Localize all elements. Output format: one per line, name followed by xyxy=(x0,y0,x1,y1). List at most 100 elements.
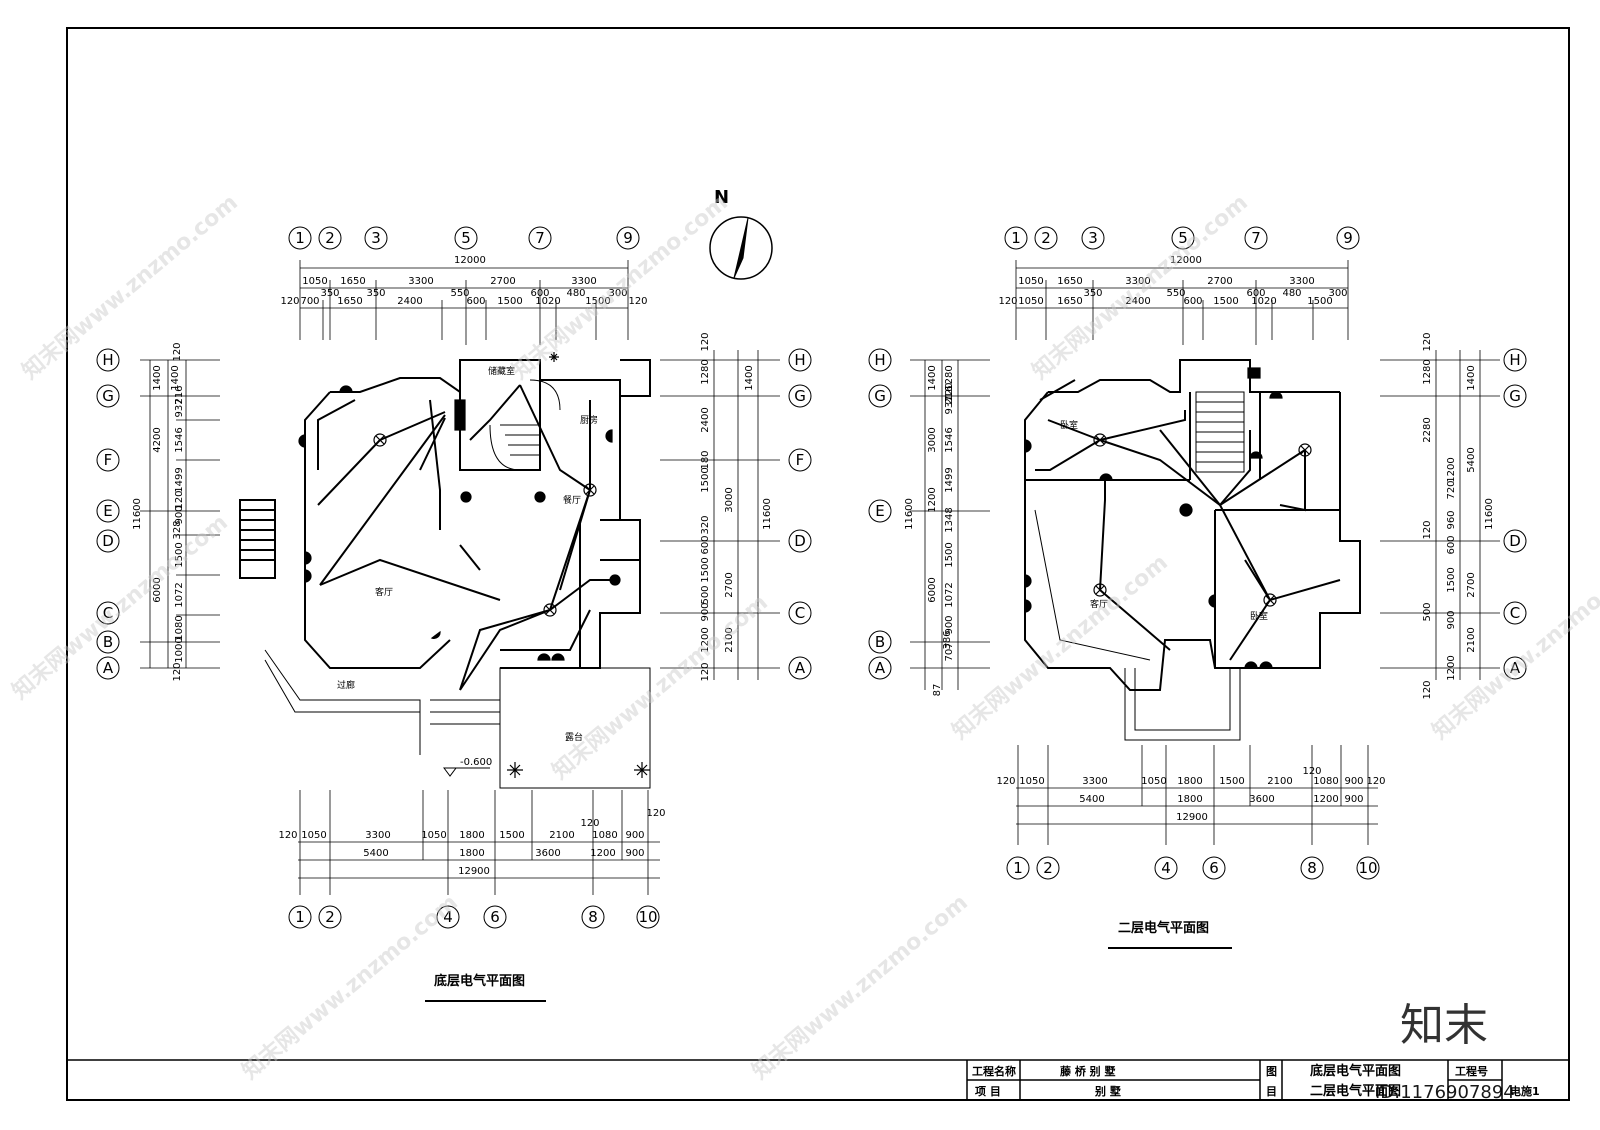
p1-dim-right-8: 600 xyxy=(700,535,711,554)
p1-dim-left-outer-0: 1400 xyxy=(152,365,163,390)
p2-axis-left-B-label: B xyxy=(875,633,885,651)
p2-dim-top2-2: 1650 xyxy=(1057,296,1082,307)
p1-axis-top-7: 7 xyxy=(528,226,552,250)
star-lights xyxy=(507,352,650,778)
p2-dim-left-inner-2: 937 xyxy=(944,395,955,414)
p2-dim-right-5: 1200 xyxy=(1446,457,1457,482)
p2-axis-left-E: E xyxy=(868,499,892,523)
p1-axis-bottom-10: 10 xyxy=(636,905,660,929)
p1-axis-bottom-10-label: 10 xyxy=(638,908,657,926)
watermark-id: ID:1176907894 xyxy=(1375,1082,1515,1103)
watermark-4: 知末网www.znzmo.com xyxy=(7,509,233,704)
p2-dim-bot1-5: 1500 xyxy=(1219,776,1244,787)
p1-axis-left-D: D xyxy=(96,529,120,553)
p2-dim-left-inner-7: 1500 xyxy=(944,542,955,567)
p2-dim-bot1-7: 1080 xyxy=(1313,776,1338,787)
p2-dim-right-16: 120 xyxy=(1422,680,1433,699)
p1-dim-bot2-1: 1800 xyxy=(459,848,484,859)
p2-dim-right-12: 500 xyxy=(1422,602,1433,621)
plan1-stair xyxy=(489,379,561,471)
p1-axis-top-9-label: 9 xyxy=(623,229,633,247)
p2-dim-bot1-3: 1050 xyxy=(1141,776,1166,787)
p1-dim-right-2: 1400 xyxy=(744,365,755,390)
p1-dim-top2-2: 1650 xyxy=(337,296,362,307)
p1-axis-left-G-label: G xyxy=(102,387,114,405)
p1-axis-left-C: C xyxy=(96,601,120,625)
p1-dim-top2s-0: 350 xyxy=(320,288,339,299)
p2-axis-right-C-label: C xyxy=(1510,604,1520,622)
p2-axis-top-3: 3 xyxy=(1081,226,1105,250)
p2-dim-bot1s-0: 120 xyxy=(1302,766,1321,777)
tb-drawing-title-2: 二层电气平面图 xyxy=(1310,1083,1401,1099)
p1-axis-bottom-8: 8 xyxy=(581,905,605,929)
p2-dim-top2s-0: 350 xyxy=(1083,288,1102,299)
p2-dim-top2-7: 1500 xyxy=(1307,296,1332,307)
p2-axis-bottom-4: 4 xyxy=(1154,856,1178,880)
p1-axis-bottom-4-label: 4 xyxy=(443,908,453,926)
tb-project-no-label: 工程号 xyxy=(1455,1064,1488,1078)
watermark-8: 知末网www.znzmo.com xyxy=(747,889,973,1084)
watermark-6: 知末网www.znzmo.com xyxy=(947,549,1173,744)
p1-room-terrace: 露台 xyxy=(565,731,583,743)
p1-dim-top2s-3: 600 xyxy=(530,288,549,299)
p2-axis-bottom-10: 10 xyxy=(1356,856,1380,880)
p1-axis-right-G-label: G xyxy=(794,387,806,405)
p1-axis-left-A: A xyxy=(96,656,120,680)
p1-axis-bottom-1-label: 1 xyxy=(295,908,305,926)
p1-axis-right-F-label: F xyxy=(796,451,805,469)
p2-dim-top2s-1: 550 xyxy=(1166,288,1185,299)
plan2-stair xyxy=(1195,391,1245,473)
p2-dim-right-8: 120 xyxy=(1422,520,1433,539)
p1-dim-bot1-3: 1050 xyxy=(421,830,446,841)
p2-axis-top-1: 1 xyxy=(1004,226,1028,250)
p1-dim-left-inner-0: 120 xyxy=(172,342,183,361)
p1-dim-right-10: 1500 xyxy=(700,557,711,582)
p2-dim-top1-3: 2700 xyxy=(1207,276,1232,287)
p1-level-mark xyxy=(443,767,490,777)
p2-dim-top1-0: 1050 xyxy=(1018,276,1043,287)
p1-dim-top2-5: 1500 xyxy=(497,296,522,307)
p1-dim-left-inner-5: 120 xyxy=(174,490,185,509)
p2-dim-bot1-2: 3300 xyxy=(1082,776,1107,787)
p2-dim-left-inner-1: 120 xyxy=(944,382,955,401)
p2-dim-right-0: 120 xyxy=(1422,332,1433,351)
p2-axis-bottom-8-label: 8 xyxy=(1307,859,1317,877)
p1-axis-top-5: 5 xyxy=(454,226,478,250)
tb-drawing-title-1: 底层电气平面图 xyxy=(1310,1063,1401,1079)
p2-axis-top-7: 7 xyxy=(1244,226,1268,250)
p2-dim-bot2-2: 3600 xyxy=(1249,794,1274,805)
p1-dim-left-inner-2: 937 xyxy=(174,398,185,417)
p2-axis-right-H-label: H xyxy=(1509,351,1520,369)
p1-dim-left-inner-8: 1500 xyxy=(174,542,185,567)
p2-dim-bot1-9: 120 xyxy=(1366,776,1385,787)
p2-dim-right-11: 2700 xyxy=(1466,572,1477,597)
p2-axis-left-G-label: G xyxy=(874,387,886,405)
p1-axis-right-C: C xyxy=(788,601,812,625)
p1-dim-bot2-3: 1200 xyxy=(590,848,615,859)
p2-dim-right-total-0: 11600 xyxy=(1484,498,1495,530)
p2-axis-right-G-label: G xyxy=(1509,387,1521,405)
plan1-dim-bottom xyxy=(298,790,660,895)
p2-dim-top1-2: 3300 xyxy=(1125,276,1150,287)
p2-axis-top-7-label: 7 xyxy=(1251,229,1261,247)
p1-dim-bot1s-0: 120 xyxy=(580,818,599,829)
p1-dim-left-outer-1: 1400 xyxy=(170,365,181,390)
p2-dim-right-2: 1400 xyxy=(1466,365,1477,390)
p1-axis-bottom-1: 1 xyxy=(288,905,312,929)
p2-axis-right-A: A xyxy=(1503,656,1527,680)
p2-dim-right-1: 1280 xyxy=(1422,359,1433,384)
p2-dim-left-inner-4: 1546 xyxy=(944,427,955,452)
p1-axis-left-C-label: C xyxy=(103,604,113,622)
p1-dim-bot1-5: 1500 xyxy=(499,830,524,841)
p1-dim-right-15: 120 xyxy=(700,662,711,681)
p1-dim-top1-2: 3300 xyxy=(408,276,433,287)
p2-axis-bottom-8: 8 xyxy=(1300,856,1324,880)
p1-dim-left-mid-1: 6000 xyxy=(152,577,163,602)
